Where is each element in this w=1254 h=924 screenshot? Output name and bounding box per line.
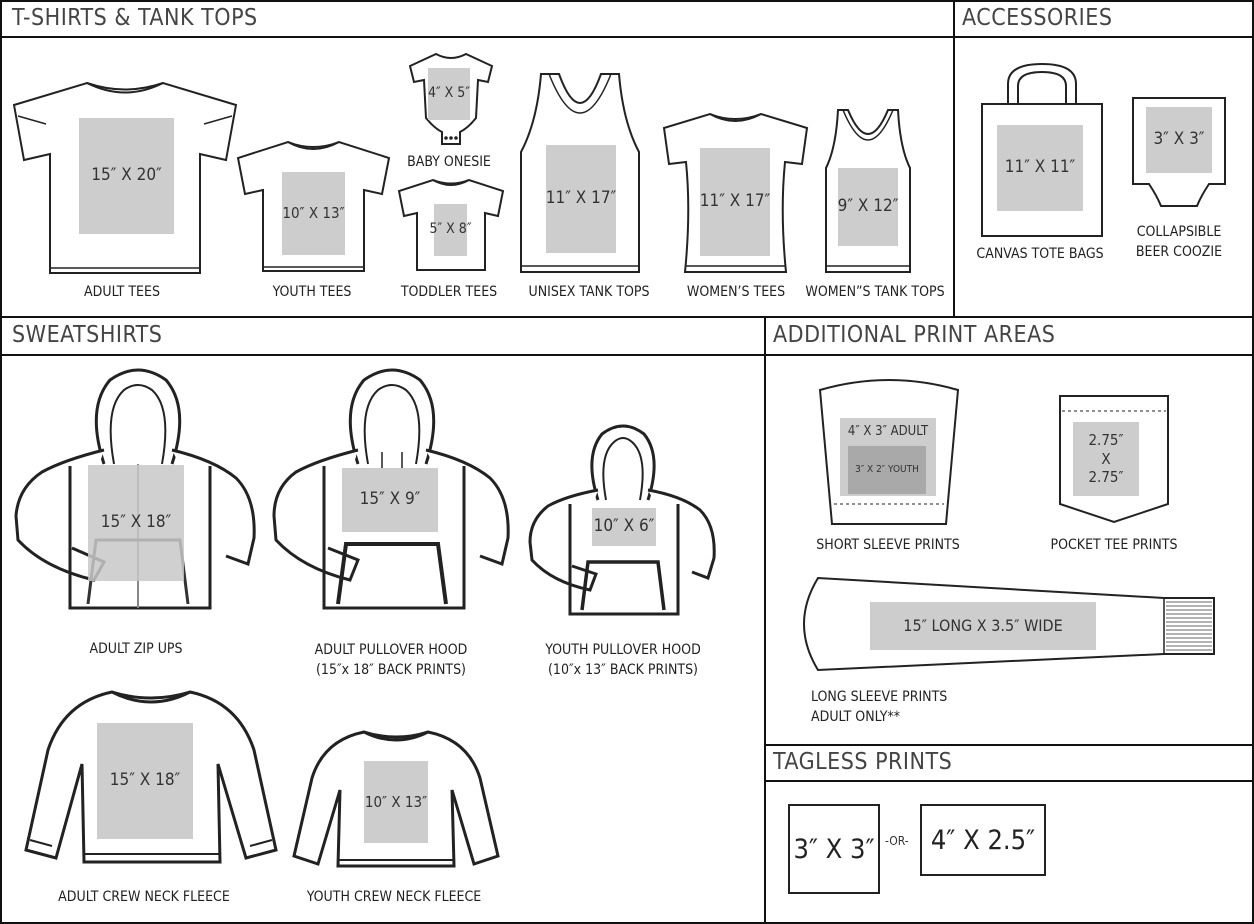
adult-pullover-label-line2: (15″x 18″ BACK PRINTS) xyxy=(316,662,466,678)
print-area: 10″ X 13″ xyxy=(282,172,345,255)
divider xyxy=(764,316,766,924)
coozie-label-line2: BEER COOZIE xyxy=(1135,244,1223,260)
section-title-tagless: TAGLESS PRINTS xyxy=(773,749,953,775)
divider xyxy=(0,354,1254,356)
unisex-tank-label: UNISEX TANK TOPS xyxy=(528,284,650,300)
adult-zip-label: ADULT ZIP UPS xyxy=(89,641,183,657)
print-area: 15″ X 20″ xyxy=(79,118,174,234)
pullover-hoodie-illustration xyxy=(272,368,512,612)
divider xyxy=(0,36,1254,38)
print-area: 11″ X 17″ xyxy=(546,145,616,253)
print-area-adult-label: 4″ X 3″ ADULT xyxy=(847,424,929,439)
womens-tank-label: WOMEN”S TANK TOPS xyxy=(805,284,945,300)
womens-tees-label: WOMEN’S TEES xyxy=(686,284,786,300)
adult-crew-label: ADULT CREW NECK FLEECE xyxy=(58,889,230,905)
pocket-size-line1: 2.75″ xyxy=(1088,430,1124,449)
section-title-sweatshirts: SWEATSHIRTS xyxy=(12,322,163,348)
youth-crew-label: YOUTH CREW NECK FLEECE xyxy=(306,889,482,905)
section-title-tshirts: T-SHIRTS & TANK TOPS xyxy=(12,5,258,31)
print-area: 15″ X 9″ xyxy=(342,468,438,532)
divider xyxy=(953,0,955,318)
or-separator: -OR- xyxy=(885,834,909,848)
pocket-size-line3: 2.75″ xyxy=(1088,468,1124,487)
youth-pullover-label-line2: (10″x 13″ BACK PRINTS) xyxy=(548,662,698,678)
long-sleeve-label-line2: ADULT ONLY** xyxy=(811,709,901,725)
divider xyxy=(764,744,1254,746)
print-area: 3″ X 3″ xyxy=(1146,107,1212,173)
short-sleeve-label: SHORT SLEEVE PRINTS xyxy=(816,537,960,553)
divider xyxy=(764,780,1254,782)
toddler-tees-label: TODDLER TEES xyxy=(400,284,498,300)
print-area: 10″ X 13″ xyxy=(364,761,428,843)
long-sleeve-label-line1: LONG SLEEVE PRINTS xyxy=(811,689,948,705)
print-area: 4″ X 5″ xyxy=(428,68,470,120)
section-title-accessories: ACCESSORIES xyxy=(962,5,1113,31)
print-area: 2.75″ X 2.75″ xyxy=(1073,422,1139,496)
print-area: 11″ X 17″ xyxy=(700,148,770,256)
print-area: 10″ X 6″ xyxy=(592,508,656,546)
print-area: 9″ X 12″ xyxy=(838,168,898,246)
youth-tees-label: YOUTH TEES xyxy=(272,284,352,300)
print-area: 5″ X 8″ xyxy=(429,204,472,256)
divider xyxy=(0,316,1254,318)
adult-pullover-label-line1: ADULT PULLOVER HOOD xyxy=(314,642,468,658)
print-area: 15″ X 18″ xyxy=(88,465,184,581)
print-area-youth: 3″ X 2″ YOUTH xyxy=(848,446,926,494)
section-title-additional: ADDITIONAL PRINT AREAS xyxy=(773,322,1056,348)
pocket-size-line2: X xyxy=(1101,449,1111,468)
tagless-3x3: 3″ X 3″ xyxy=(788,804,880,894)
youth-hoodie-illustration xyxy=(528,424,718,616)
youth-pullover-label-line1: YOUTH PULLOVER HOOD xyxy=(545,642,701,658)
tagless-4x2-5: 4″ X 2.5″ xyxy=(920,804,1046,876)
print-area: 15″ LONG X 3.5″ WIDE xyxy=(870,602,1096,650)
print-area: 15″ X 18″ xyxy=(97,723,193,839)
tote-bag-label: CANVAS TOTE BAGS xyxy=(976,246,1104,262)
baby-onesie-label: BABY ONESIE xyxy=(407,154,491,170)
pocket-label: POCKET TEE PRINTS xyxy=(1050,537,1178,553)
coozie-label-line1: COLLAPSIBLE xyxy=(1136,224,1222,240)
print-area: 11″ X 11″ xyxy=(997,125,1083,211)
zip-hoodie-illustration xyxy=(14,368,260,612)
adult-tees-label: ADULT TEES xyxy=(84,284,160,300)
